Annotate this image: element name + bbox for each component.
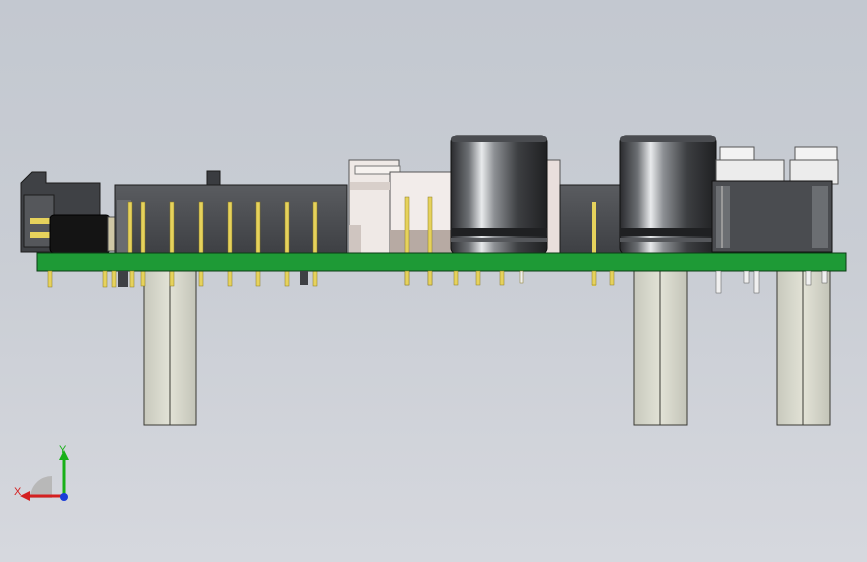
standoff-right[interactable] xyxy=(776,269,831,426)
y-axis-label: Y xyxy=(59,444,67,456)
axis-triad: Y X xyxy=(14,444,69,501)
y-axis-arrowhead xyxy=(59,450,69,460)
x-axis-label: X xyxy=(14,486,22,498)
terminal-block-right[interactable] xyxy=(711,146,839,253)
standoff-left[interactable] xyxy=(143,269,197,426)
electrolytic-capacitor-1[interactable] xyxy=(450,135,548,255)
x-axis-arrowhead xyxy=(20,491,30,501)
pcb-board[interactable] xyxy=(36,252,847,272)
electrolytic-capacitor-2[interactable] xyxy=(619,135,717,255)
pin-header-left[interactable] xyxy=(114,170,348,287)
power-jack-left[interactable] xyxy=(20,171,119,254)
solder-pins-bottom xyxy=(47,270,828,294)
dark-legs-bottom xyxy=(118,271,308,287)
standoff-middle[interactable] xyxy=(633,269,688,426)
z-axis-dot xyxy=(60,493,68,501)
triad-plane xyxy=(30,476,52,498)
